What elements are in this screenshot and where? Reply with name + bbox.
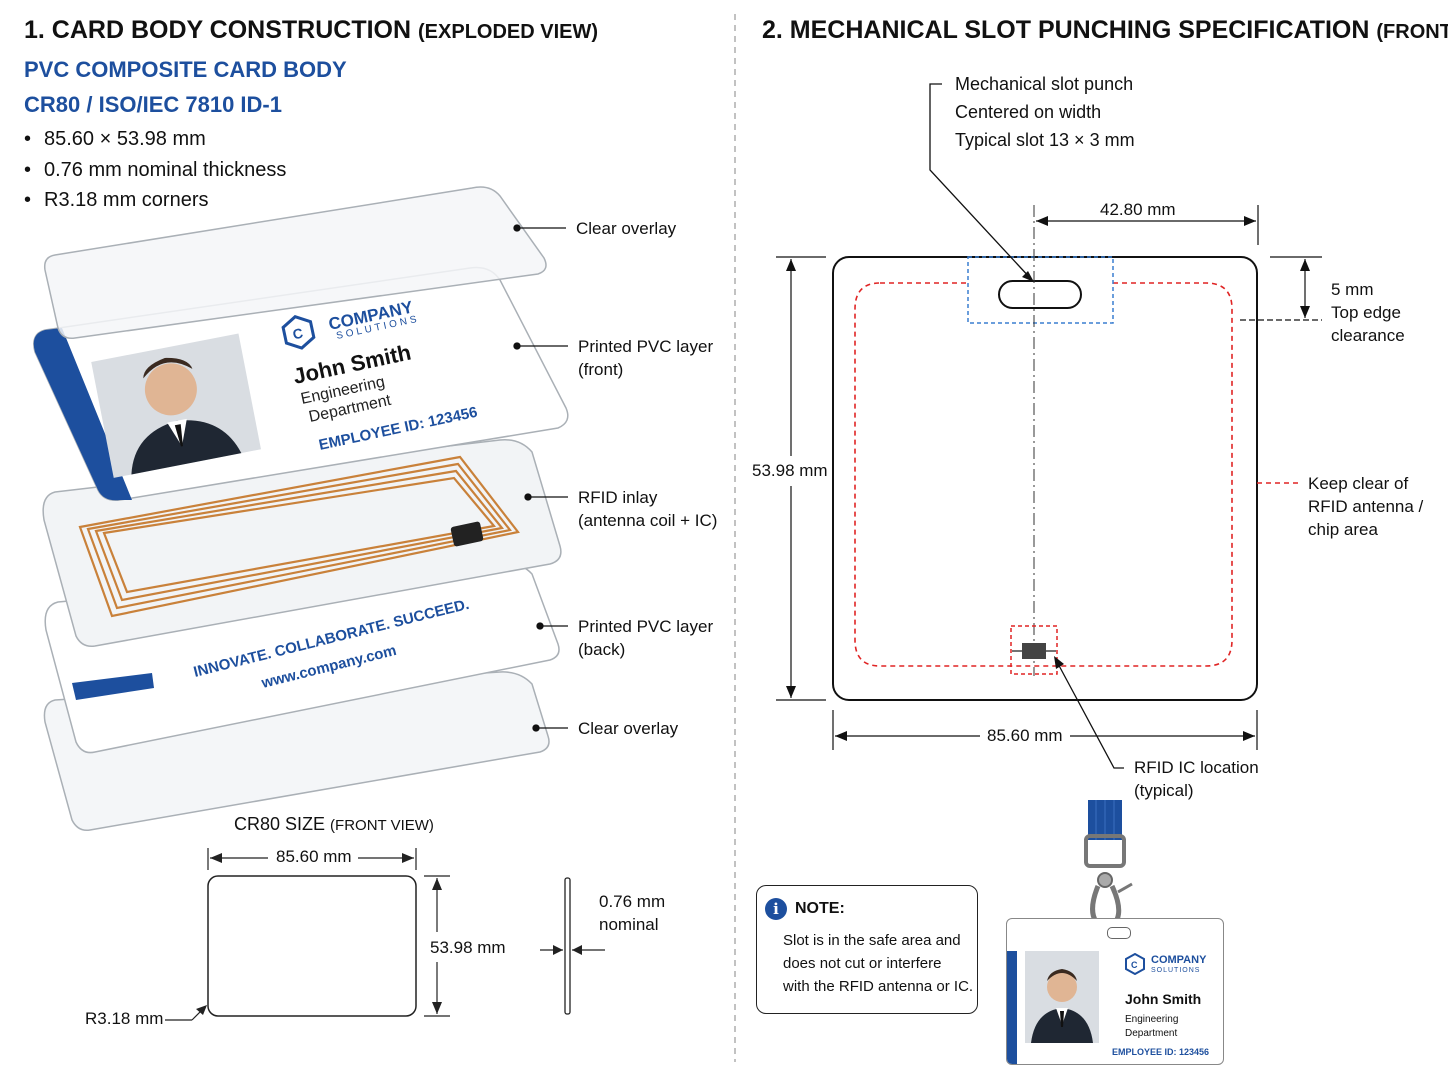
- note-body: Slot is in the safe area and does not cu…: [783, 929, 973, 998]
- badge-dept1: Engineering: [1125, 1014, 1179, 1025]
- keep-clear-line3: chip area: [1308, 520, 1378, 539]
- info-icon: i: [765, 898, 787, 920]
- badge-stripe: [1007, 951, 1017, 1064]
- badge-dept2: Department: [1125, 1028, 1178, 1039]
- badge-photo: [1025, 951, 1099, 1043]
- badge-logo-icon: C: [1125, 953, 1145, 975]
- label-clear-overlay-top: Clear overlay: [576, 219, 677, 238]
- slot-safe-zone: [967, 256, 1114, 324]
- badge-company: COMPANY: [1151, 953, 1207, 966]
- card-body-subtitle: PVC COMPOSITE CARD BODY: [24, 57, 347, 82]
- rfid-ic: [1022, 643, 1046, 659]
- badge-logo: C COMPANY SOLUTIONS: [1125, 953, 1206, 975]
- label-printed-front-line2: (front): [578, 360, 624, 379]
- badge-company-sub: SOLUTIONS: [1151, 966, 1201, 974]
- label-printed-back-line2: (back): [578, 640, 626, 659]
- keep-clear-line2: RFID antenna /: [1308, 497, 1424, 516]
- cr80-width-label: 85.60 mm: [276, 847, 352, 866]
- note-header: i NOTE:: [765, 898, 845, 920]
- rfid-ic-label: RFID IC location (typical): [1134, 756, 1259, 802]
- cr80-radius-label: R3.18 mm: [85, 1009, 164, 1028]
- cr80-size-view: [165, 848, 605, 1021]
- label-rfid-inlay-line1: RFID inlay: [578, 488, 658, 507]
- left-title-sub: (EXPLODED VIEW): [418, 21, 599, 43]
- slot-width-label: 85.60 mm: [987, 726, 1063, 745]
- label-printed-front: Printed PVC layer (front): [578, 335, 713, 381]
- half-width-label: 42.80 mm: [1100, 200, 1176, 219]
- note-title: NOTE:: [795, 900, 845, 917]
- back-stripe: [72, 673, 154, 700]
- keep-clear-label: Keep clear of RFID antenna / chip area: [1308, 472, 1423, 541]
- slot-callout-line3: Typical slot 13 × 3 mm: [955, 130, 1135, 150]
- note-box: i NOTE: Slot is in the safe area and doe…: [756, 885, 978, 1014]
- top-clearance-value: 5 mm: [1331, 280, 1374, 299]
- top-clearance-line3: clearance: [1331, 326, 1405, 345]
- slot-height-label: 53.98 mm: [752, 461, 828, 480]
- keep-clear-zone: [854, 282, 1233, 667]
- antenna-coil: [78, 455, 520, 618]
- cr80-size-title: CR80 SIZE (FRONT VIEW): [234, 814, 434, 835]
- left-title-main: 1. CARD BODY CONSTRUCTION: [24, 16, 412, 44]
- layer-leaders: [513, 224, 568, 732]
- label-rfid-inlay: RFID inlay (antenna coil + IC): [578, 486, 717, 532]
- cr80-thickness-value: 0.76 mm: [599, 892, 666, 911]
- front-stripe: [33, 328, 132, 501]
- spec-bullet-thickness: 0.76 mm nominal thickness: [24, 159, 286, 182]
- slot-callout-line1: Mechanical slot punch: [955, 74, 1134, 94]
- note-line3: with the RFID antenna or IC.: [783, 978, 974, 995]
- keep-clear-line1: Keep clear of: [1308, 474, 1409, 493]
- badge-employee-id: EMPLOYEE ID: 123456: [1112, 1047, 1210, 1057]
- label-printed-back: Printed PVC layer (back): [578, 615, 713, 661]
- rfid-ic-line1: RFID IC location: [1134, 758, 1259, 777]
- right-section-title: 2. MECHANICAL SLOT PUNCHING SPECIFICATIO…: [762, 16, 1448, 45]
- label-clear-overlay-bottom: Clear overlay: [578, 719, 679, 738]
- rfid-ic-line2: (typical): [1134, 781, 1194, 800]
- standard-subtitle: CR80 / ISO/IEC 7810 ID-1: [24, 92, 282, 117]
- slot-callout-line2: Centered on width: [955, 102, 1102, 122]
- punch-slot: [998, 280, 1082, 309]
- label-printed-front-line1: Printed PVC layer: [578, 337, 714, 356]
- cr80-thickness-label: 0.76 mm nominal: [599, 890, 665, 936]
- svg-text:C: C: [291, 325, 304, 343]
- badge-card: C COMPANY SOLUTIONS John Smith Engineeri…: [1006, 918, 1224, 1065]
- chip-keep-clear: [1010, 625, 1058, 675]
- label-rfid-inlay-line2: (antenna coil + IC): [578, 511, 718, 530]
- top-clearance-line2: Top edge: [1331, 303, 1401, 322]
- badge-name: John Smith: [1125, 991, 1202, 1007]
- left-section-title: 1. CARD BODY CONSTRUCTION (EXPLODED VIEW…: [24, 16, 598, 45]
- right-title-sub: (FRONT VIEW): [1376, 21, 1448, 43]
- layer-clear-overlay-top: [43, 186, 547, 340]
- cr80-height-label: 53.98 mm: [430, 938, 506, 957]
- front-photo: [91, 333, 261, 478]
- rfid-chip: [450, 521, 484, 547]
- cr80-title-sub: (FRONT VIEW): [330, 817, 434, 834]
- top-clearance-label: 5 mm Top edge clearance: [1331, 278, 1405, 347]
- front-logo-icon: C: [281, 315, 316, 350]
- cr80-thickness-note: nominal: [599, 915, 659, 934]
- right-title-main: 2. MECHANICAL SLOT PUNCHING SPECIFICATIO…: [762, 16, 1370, 44]
- badge-dept: Engineering Department: [1125, 1013, 1178, 1041]
- slot-spec-view: [776, 83, 1322, 769]
- cr80-title-main: CR80 SIZE: [234, 814, 326, 834]
- note-line1: Slot is in the safe area and: [783, 932, 961, 949]
- label-printed-back-line1: Printed PVC layer: [578, 617, 714, 636]
- slot-callout: Mechanical slot punch Centered on width …: [955, 70, 1135, 154]
- spec-bullet-corners: R3.18 mm corners: [24, 189, 209, 212]
- spec-bullet-size: 85.60 × 53.98 mm: [24, 128, 206, 151]
- note-line2: does not cut or interfere: [783, 955, 942, 972]
- svg-text:C: C: [1131, 960, 1138, 970]
- badge-slot: [1107, 927, 1131, 939]
